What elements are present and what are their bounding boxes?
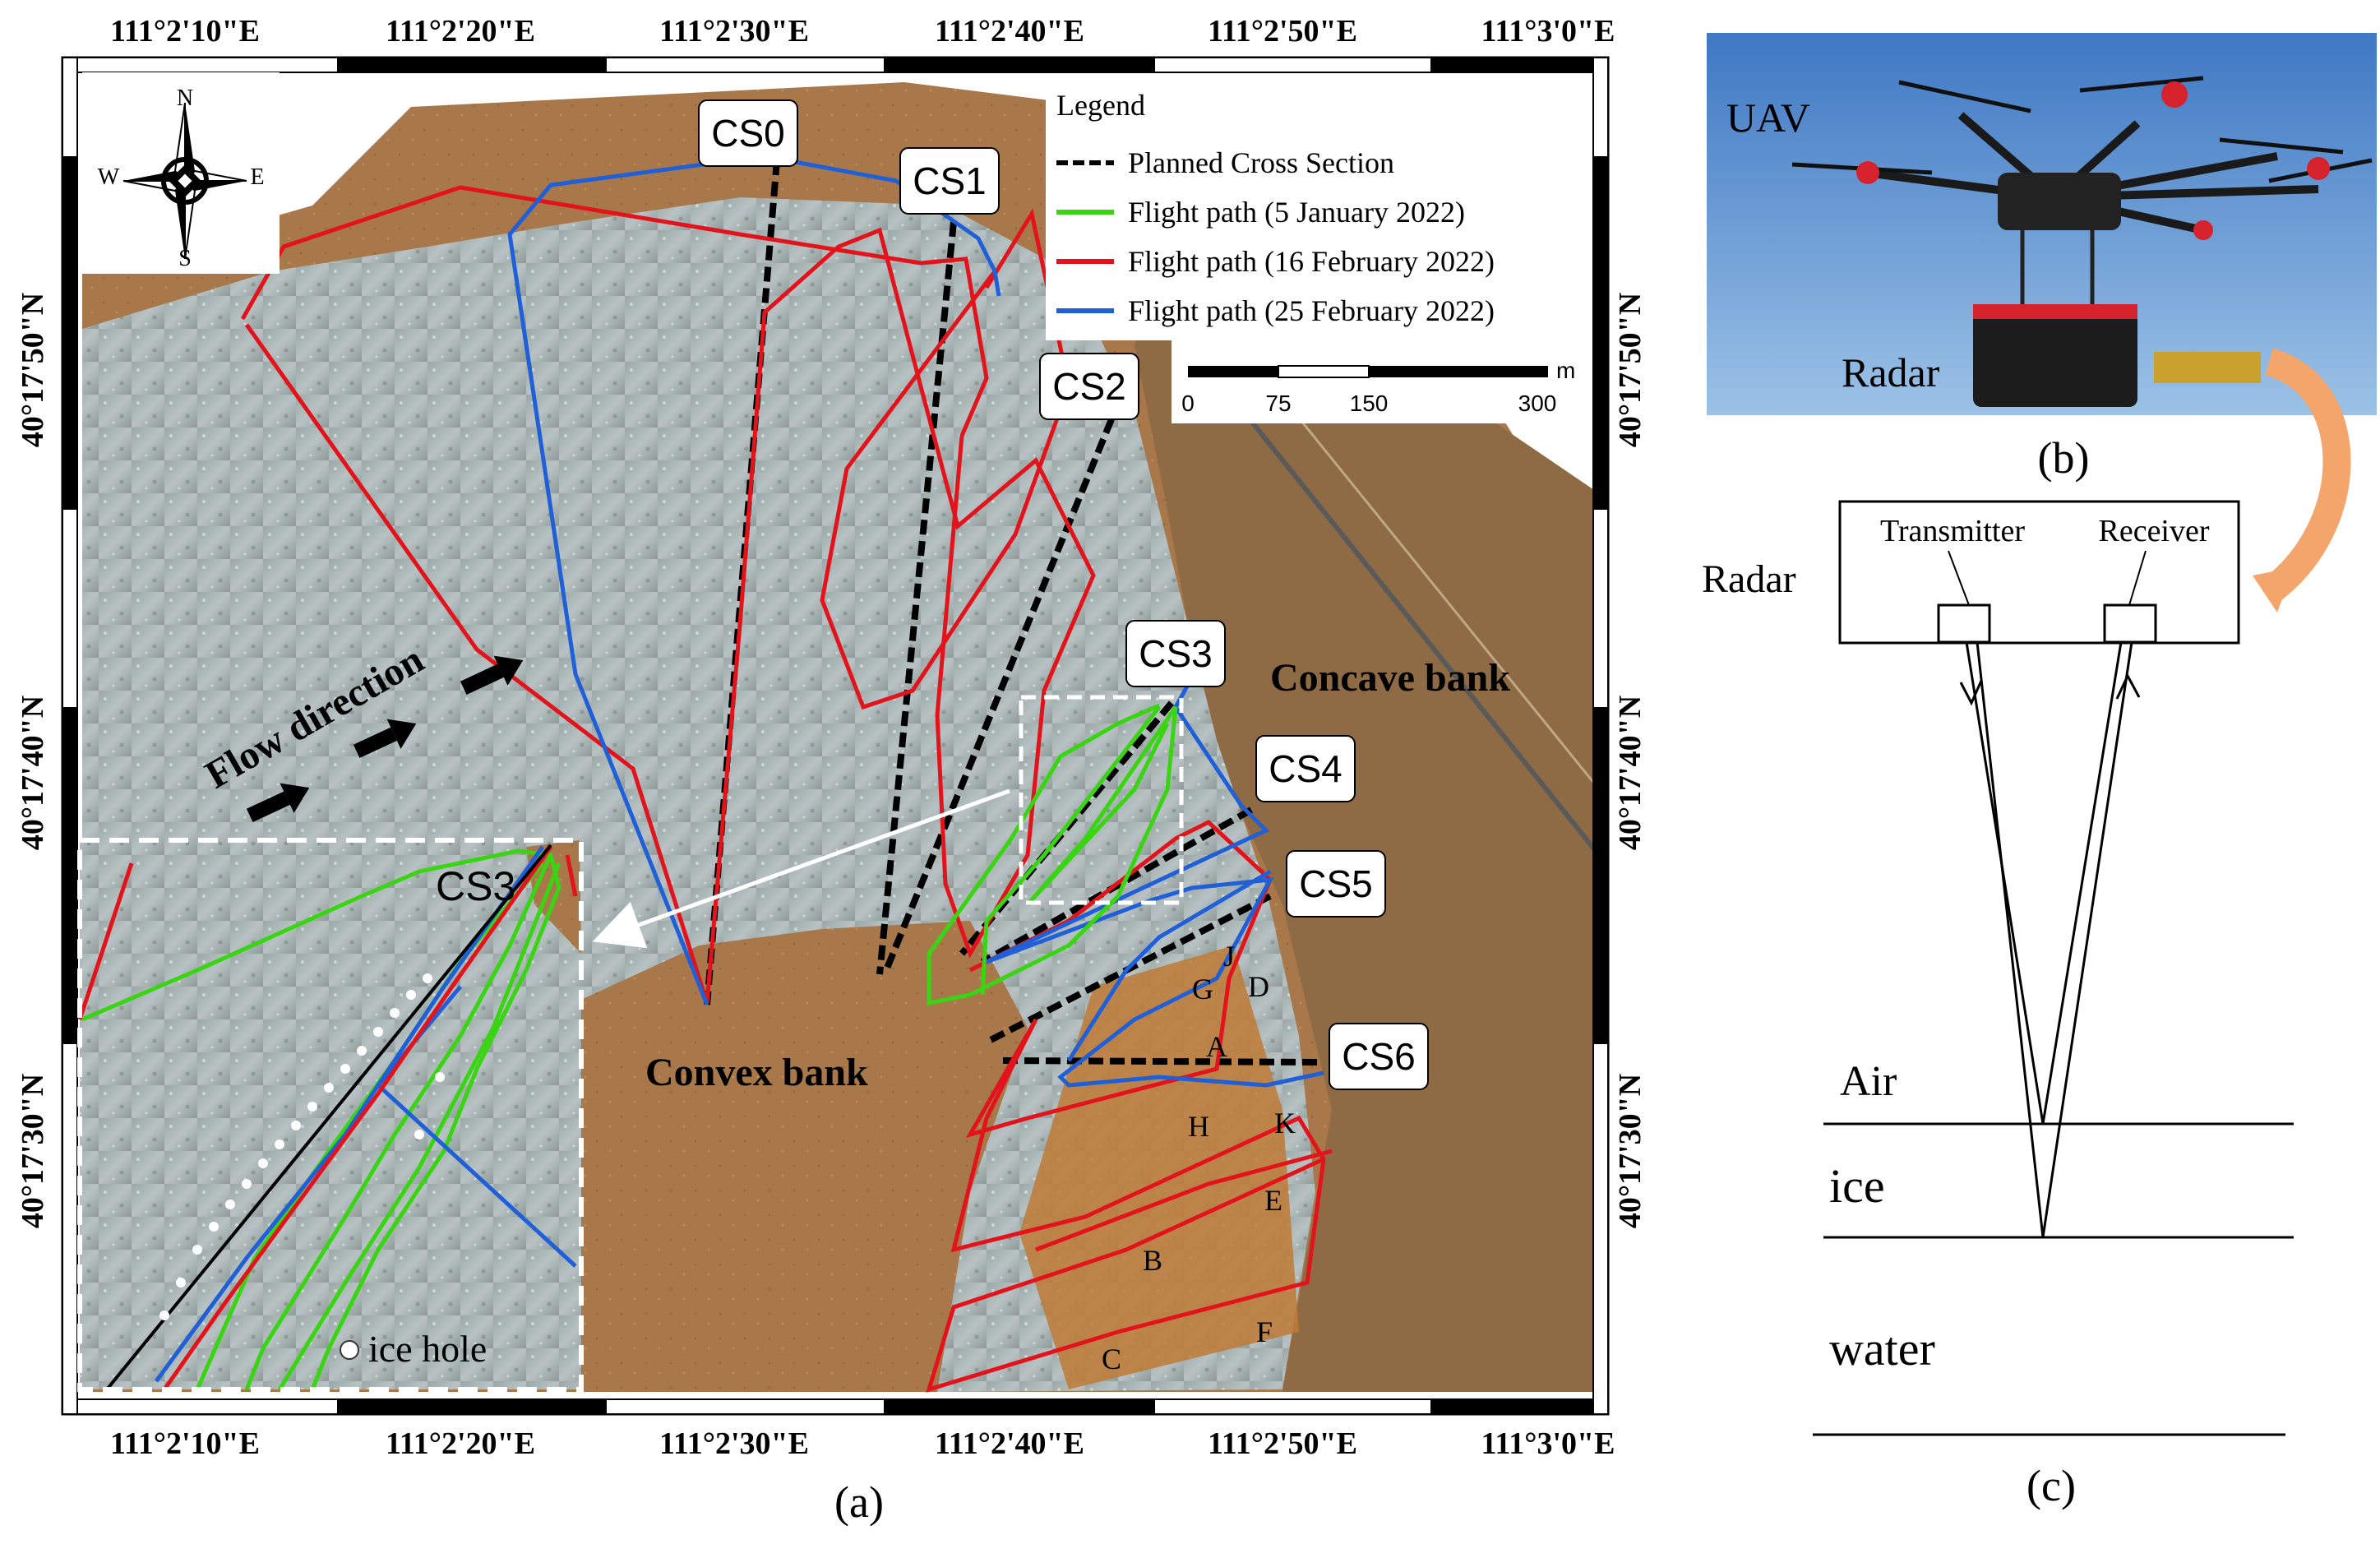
cross-section-line-cs2	[883, 418, 1115, 972]
receiver-label: Receiver	[2098, 514, 2209, 548]
point-b: B	[1143, 1244, 1162, 1277]
cs3-label: CS3	[1139, 632, 1212, 675]
legend-item-feb16: Flight path (16 February 2022)	[1128, 245, 1495, 278]
ice-hole-markers	[159, 973, 445, 1320]
flight-path-jan5	[927, 703, 1178, 1006]
point-e: E	[1264, 1184, 1282, 1217]
lon-bottom-2: 111°2'20"E	[386, 1426, 535, 1461]
frozen-river	[82, 197, 1315, 1392]
legend-item-feb25: Flight path (25 February 2022)	[1128, 294, 1495, 327]
radar-box	[1838, 500, 2240, 645]
lon-bottom-4: 111°2'40"E	[935, 1426, 1084, 1461]
point-d: D	[1248, 970, 1269, 1003]
receiver-box	[2103, 603, 2157, 644]
layer-air: Air	[1840, 1058, 1897, 1105]
lat-right-1: 40°17'50"N	[1613, 293, 1648, 447]
panel-c-diagram: Transmitter Receiver Radar Air ice water…	[1702, 500, 2294, 1510]
lon-bottom-3: 111°2'30"E	[659, 1426, 809, 1461]
legend-item-jan5: Flight path (5 January 2022)	[1128, 196, 1465, 229]
point-g: G	[1192, 973, 1213, 1005]
coordinate-labels: 111°2'10"E 111°2'20"E 111°2'30"E 111°2'4…	[16, 14, 1648, 1461]
uav-label: UAV	[1726, 95, 1810, 141]
cs4-label: CS4	[1269, 747, 1342, 790]
lat-right-3: 40°17'30"N	[1613, 1074, 1648, 1228]
panel-b-photo: UAV Radar (b)	[1707, 33, 2377, 613]
panel-c-caption: (c)	[2026, 1461, 2076, 1510]
scale-tick-150: 150	[1350, 391, 1389, 416]
convex-bank-label: Convex bank	[645, 1051, 868, 1094]
scale-tick-75: 75	[1265, 391, 1291, 416]
point-j: J	[1223, 940, 1235, 973]
transmitter-label: Transmitter	[1880, 514, 2025, 548]
panel-b-caption: (b)	[2038, 433, 2090, 483]
scale-bar: m 0 75 150 300	[1172, 337, 1581, 423]
inset-ice-hole-label: ice hole	[368, 1328, 487, 1370]
inset-cs3-title: CS3	[436, 863, 515, 909]
cs0-label: CS0	[711, 112, 784, 155]
radar-unit	[1973, 304, 2137, 407]
flow-arrow-icons	[246, 655, 524, 823]
lon-bottom-1: 111°2'10"E	[110, 1426, 260, 1461]
lon-top-3: 111°2'30"E	[659, 14, 809, 49]
point-k: K	[1274, 1107, 1296, 1140]
cs1-label: CS1	[913, 159, 986, 202]
radar-ray-paths	[1959, 641, 2141, 1238]
inset-cross-section-line	[105, 844, 552, 1391]
cross-section-labels: CS0 CS1 CS2 CS3 CS4 CS5 CS6	[698, 99, 1429, 1090]
point-h: H	[1188, 1110, 1209, 1143]
lat-left-3: 40°17'30"N	[16, 1074, 50, 1228]
compass-south-label: S	[178, 246, 192, 271]
compass-east-label: E	[250, 164, 264, 190]
panel-a-caption: (a)	[834, 1477, 884, 1527]
radar-cable	[2154, 352, 2261, 383]
scale-unit: m	[1556, 358, 1575, 383]
lon-top-6: 111°3'0"E	[1481, 14, 1615, 49]
radar-label-c: Radar	[1702, 557, 1796, 601]
lon-bottom-5: 111°2'50"E	[1208, 1426, 1357, 1461]
lat-left-2: 40°17'40"N	[16, 696, 50, 850]
orange-link-arrow	[2260, 348, 2351, 603]
point-c: C	[1102, 1343, 1121, 1375]
radar-label-b: Radar	[1842, 349, 1940, 395]
compass-west-label: W	[98, 164, 120, 190]
map-frame-ticks	[62, 57, 1609, 1415]
point-a: A	[1206, 1030, 1227, 1063]
lon-top-5: 111°2'50"E	[1208, 14, 1357, 49]
point-f: F	[1256, 1315, 1273, 1348]
compass-north-label: N	[177, 86, 193, 111]
cs5-label: CS5	[1299, 862, 1372, 905]
cs3-inset: CS3 ice hole	[77, 838, 584, 1392]
legend-item-cross-section: Planned Cross Section	[1128, 146, 1394, 179]
cross-section-line-cs1	[876, 221, 957, 975]
panel-a-map: N S E W Legend Planned Cross Section Fli…	[16, 14, 1648, 1527]
lon-bottom-6: 111°3'0"E	[1481, 1426, 1615, 1461]
concave-bank-label: Concave bank	[1270, 656, 1510, 700]
layer-ice: ice	[1829, 1159, 1885, 1213]
zoom-pointer-arrow	[592, 788, 1010, 949]
lat-left-1: 40°17'50"N	[16, 293, 50, 447]
cross-section-line-cs6	[1002, 1057, 1320, 1066]
lon-top-2: 111°2'20"E	[386, 14, 535, 49]
cs6-label: CS6	[1342, 1035, 1415, 1078]
transmitter-box	[1937, 603, 1991, 644]
flight-path-feb16	[240, 185, 1333, 1393]
point-labels: A B C D E F G H J K	[1102, 940, 1296, 1375]
scale-tick-300: 300	[1518, 391, 1557, 416]
legend: Legend Planned Cross Section Flight path…	[1046, 79, 1572, 340]
legend-title: Legend	[1056, 89, 1145, 122]
cs2-label: CS2	[1052, 365, 1125, 408]
ice-hole-legend-icon	[340, 1340, 359, 1360]
layer-water: water	[1829, 1322, 1935, 1375]
cs3-zoom-box	[1019, 695, 1184, 905]
lon-top-4: 111°2'40"E	[935, 14, 1084, 49]
lon-top-1: 111°2'10"E	[110, 14, 260, 49]
scale-tick-0: 0	[1181, 391, 1195, 416]
compass: N S E W	[82, 72, 280, 274]
lat-right-2: 40°17'40"N	[1613, 696, 1648, 850]
